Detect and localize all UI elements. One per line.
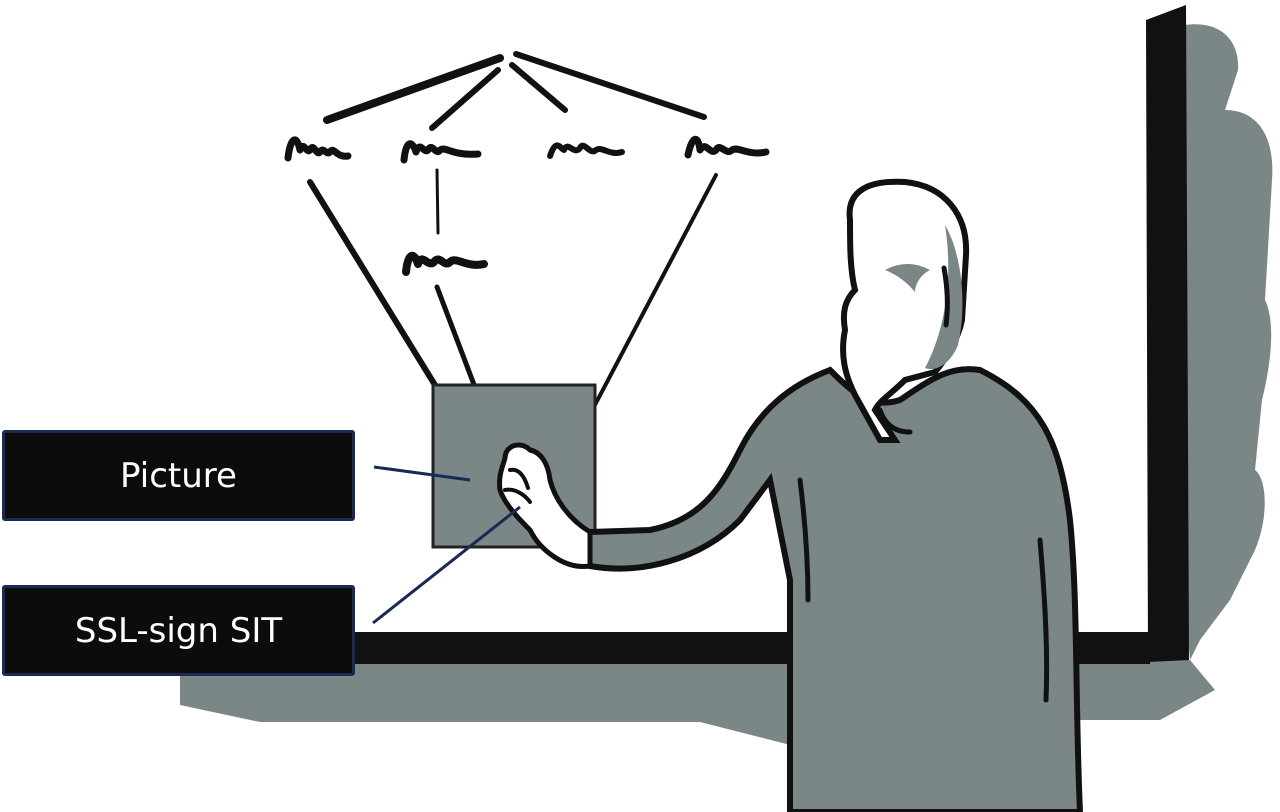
neck-line	[877, 407, 913, 435]
wall-shadow	[1185, 24, 1273, 661]
face-shade	[885, 264, 930, 292]
ssl-sign-leader-line	[372, 505, 521, 625]
picture-label: Picture	[2, 430, 355, 521]
ssl-sign-sit-label-text: SSL-sign SIT	[74, 610, 283, 651]
picture-label-text: Picture	[120, 455, 237, 496]
ssl-sign-sit-label: SSL-sign SIT	[2, 585, 355, 676]
ear-line	[941, 265, 950, 328]
finger-line	[503, 467, 532, 504]
person-torso	[579, 366, 1084, 812]
scribble-word-5	[402, 251, 488, 276]
scribble-word-1	[284, 136, 352, 162]
scribble-word-4	[684, 135, 770, 159]
ear-shade	[925, 225, 963, 370]
torso-fold	[1037, 537, 1050, 703]
scribble-word-2	[400, 140, 482, 164]
scribble-word-3	[547, 142, 625, 159]
scribble-words	[284, 135, 770, 276]
board-right-post	[1146, 5, 1189, 662]
picture-leader-line	[373, 465, 471, 482]
person-head	[840, 178, 970, 443]
sleeve-fold	[797, 477, 811, 603]
